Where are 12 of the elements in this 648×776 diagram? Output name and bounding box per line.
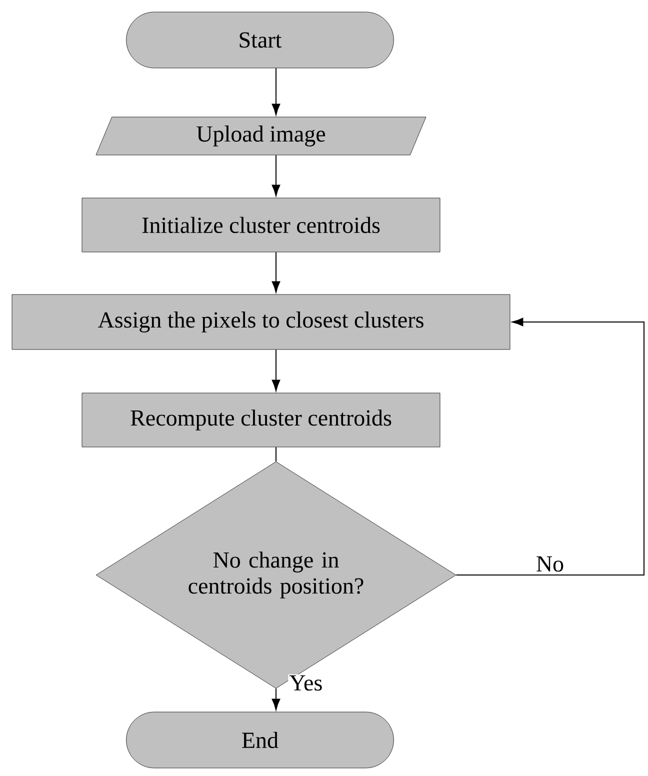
- arrow: [272, 252, 280, 293]
- input-parallelogram: Upload image: [96, 116, 426, 156]
- process-box: Initialize cluster centroids: [82, 198, 440, 252]
- edge-label: No: [534, 555, 566, 573]
- edge-label: Yes: [288, 674, 324, 692]
- arrow: [456, 318, 644, 576]
- arrow: [272, 68, 280, 116]
- arrow: [272, 349, 280, 392]
- process-box: Recompute cluster centroids: [82, 392, 440, 448]
- arrow: [272, 154, 280, 196]
- arrow: [272, 688, 280, 710]
- process-box: Assign the pixels to closest clusters: [12, 294, 510, 350]
